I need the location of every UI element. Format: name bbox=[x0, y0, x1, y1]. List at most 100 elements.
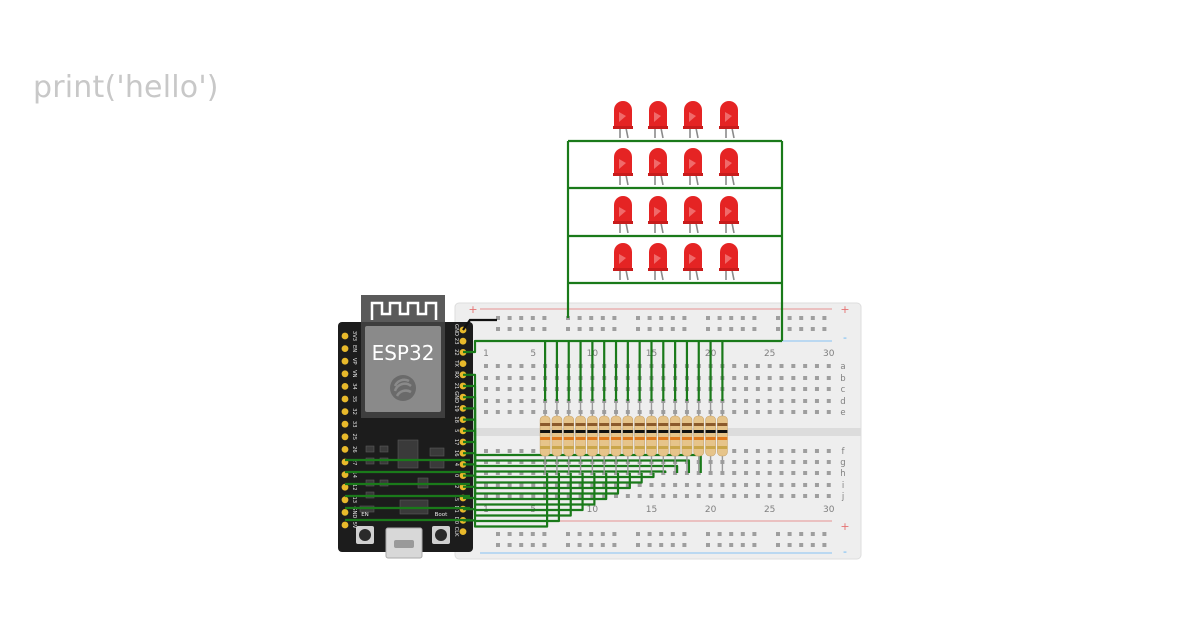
breadboard-hole[interactable] bbox=[767, 364, 772, 368]
breadboard-hole[interactable] bbox=[578, 494, 583, 498]
led[interactable] bbox=[613, 243, 633, 281]
breadboard-hole[interactable] bbox=[484, 449, 488, 453]
rail-hole[interactable] bbox=[519, 327, 524, 331]
usb-port-icon[interactable] bbox=[385, 527, 423, 559]
resistor[interactable] bbox=[598, 401, 610, 473]
breadboard-hole[interactable] bbox=[531, 399, 536, 403]
breadboard-hole[interactable] bbox=[661, 483, 666, 487]
rail-hole[interactable] bbox=[706, 532, 710, 536]
breadboard-hole[interactable] bbox=[744, 449, 749, 453]
breadboard-hole[interactable] bbox=[684, 483, 689, 487]
breadboard-hole[interactable] bbox=[791, 399, 796, 403]
rail-hole[interactable] bbox=[542, 543, 547, 547]
rail-hole[interactable] bbox=[776, 532, 780, 536]
en-button[interactable] bbox=[356, 526, 374, 544]
rail-hole[interactable] bbox=[519, 543, 524, 547]
breadboard-hole[interactable] bbox=[791, 364, 796, 368]
breadboard-hole[interactable] bbox=[484, 494, 488, 498]
rail-hole[interactable] bbox=[810, 543, 815, 547]
rail-hole[interactable] bbox=[787, 543, 792, 547]
breadboard-hole[interactable] bbox=[814, 387, 819, 391]
esp32-pin[interactable] bbox=[341, 395, 349, 403]
rail-hole[interactable] bbox=[776, 316, 780, 320]
breadboard-hole[interactable] bbox=[625, 483, 630, 487]
breadboard-hole[interactable] bbox=[791, 471, 796, 475]
breadboard-hole[interactable] bbox=[803, 460, 808, 464]
breadboard-hole[interactable] bbox=[767, 471, 772, 475]
rail-hole[interactable] bbox=[530, 327, 535, 331]
rail-hole[interactable] bbox=[706, 543, 710, 547]
breadboard-hole[interactable] bbox=[566, 483, 571, 487]
rail-hole[interactable] bbox=[810, 532, 815, 536]
breadboard-hole[interactable] bbox=[708, 483, 713, 487]
rail-hole[interactable] bbox=[507, 543, 512, 547]
resistor[interactable] bbox=[634, 401, 645, 473]
breadboard-hole[interactable] bbox=[696, 483, 701, 487]
breadboard-hole[interactable] bbox=[484, 387, 488, 391]
breadboard-hole[interactable] bbox=[732, 494, 737, 498]
breadboard-hole[interactable] bbox=[495, 483, 500, 487]
breadboard-hole[interactable] bbox=[755, 387, 760, 391]
breadboard-hole[interactable] bbox=[495, 460, 500, 464]
esp32-pin[interactable] bbox=[341, 383, 349, 390]
breadboard-hole[interactable] bbox=[814, 471, 819, 475]
rail-hole[interactable] bbox=[496, 532, 500, 536]
breadboard-hole[interactable] bbox=[803, 494, 808, 498]
breadboard-hole[interactable] bbox=[826, 471, 831, 475]
breadboard-hole[interactable] bbox=[484, 483, 488, 487]
rail-hole[interactable] bbox=[787, 316, 792, 320]
breadboard-hole[interactable] bbox=[495, 494, 500, 498]
breadboard-hole[interactable] bbox=[696, 494, 701, 498]
rail-hole[interactable] bbox=[822, 316, 827, 320]
breadboard-hole[interactable] bbox=[543, 494, 548, 498]
breadboard-hole[interactable] bbox=[507, 410, 512, 414]
breadboard-hole[interactable] bbox=[814, 483, 819, 487]
breadboard-hole[interactable] bbox=[826, 387, 831, 391]
breadboard-hole[interactable] bbox=[495, 410, 500, 414]
breadboard-hole[interactable] bbox=[484, 376, 488, 380]
breadboard-hole[interactable] bbox=[814, 410, 819, 414]
led[interactable] bbox=[648, 196, 668, 234]
breadboard-hole[interactable] bbox=[779, 364, 784, 368]
rail-hole[interactable] bbox=[542, 532, 547, 536]
rail-hole[interactable] bbox=[799, 532, 804, 536]
breadboard-hole[interactable] bbox=[791, 376, 796, 380]
boot-button[interactable] bbox=[432, 526, 450, 544]
breadboard-hole[interactable] bbox=[779, 460, 784, 464]
breadboard-hole[interactable] bbox=[507, 376, 512, 380]
breadboard-hole[interactable] bbox=[744, 410, 749, 414]
rail-hole[interactable] bbox=[600, 316, 605, 320]
rail-hole[interactable] bbox=[647, 543, 652, 547]
breadboard-hole[interactable] bbox=[755, 376, 760, 380]
rail-hole[interactable] bbox=[670, 543, 675, 547]
rail-hole[interactable] bbox=[682, 532, 687, 536]
resistor[interactable] bbox=[717, 401, 728, 473]
rail-hole[interactable] bbox=[717, 316, 722, 320]
breadboard-hole[interactable] bbox=[826, 364, 831, 368]
breadboard-hole[interactable] bbox=[566, 494, 571, 498]
resistor[interactable] bbox=[563, 401, 575, 473]
led[interactable] bbox=[719, 243, 739, 281]
breadboard-hole[interactable] bbox=[779, 494, 784, 498]
breadboard-hole[interactable] bbox=[732, 483, 737, 487]
resistor[interactable] bbox=[693, 401, 705, 473]
breadboard-hole[interactable] bbox=[507, 399, 512, 403]
rail-hole[interactable] bbox=[752, 327, 757, 331]
breadboard-hole[interactable] bbox=[814, 494, 819, 498]
led[interactable] bbox=[648, 243, 668, 281]
breadboard-hole[interactable] bbox=[755, 494, 760, 498]
breadboard-hole[interactable] bbox=[519, 449, 524, 453]
breadboard-hole[interactable] bbox=[495, 387, 500, 391]
breadboard-hole[interactable] bbox=[732, 410, 737, 414]
led-matrix[interactable] bbox=[613, 101, 739, 281]
breadboard-hole[interactable] bbox=[779, 471, 784, 475]
rail-hole[interactable] bbox=[612, 532, 617, 536]
breadboard-hole[interactable] bbox=[791, 460, 796, 464]
rail-hole[interactable] bbox=[740, 316, 745, 320]
led[interactable] bbox=[613, 101, 633, 139]
rail-hole[interactable] bbox=[729, 543, 734, 547]
breadboard-hole[interactable] bbox=[779, 376, 784, 380]
breadboard-hole[interactable] bbox=[495, 449, 500, 453]
esp32-pin[interactable] bbox=[459, 337, 467, 345]
